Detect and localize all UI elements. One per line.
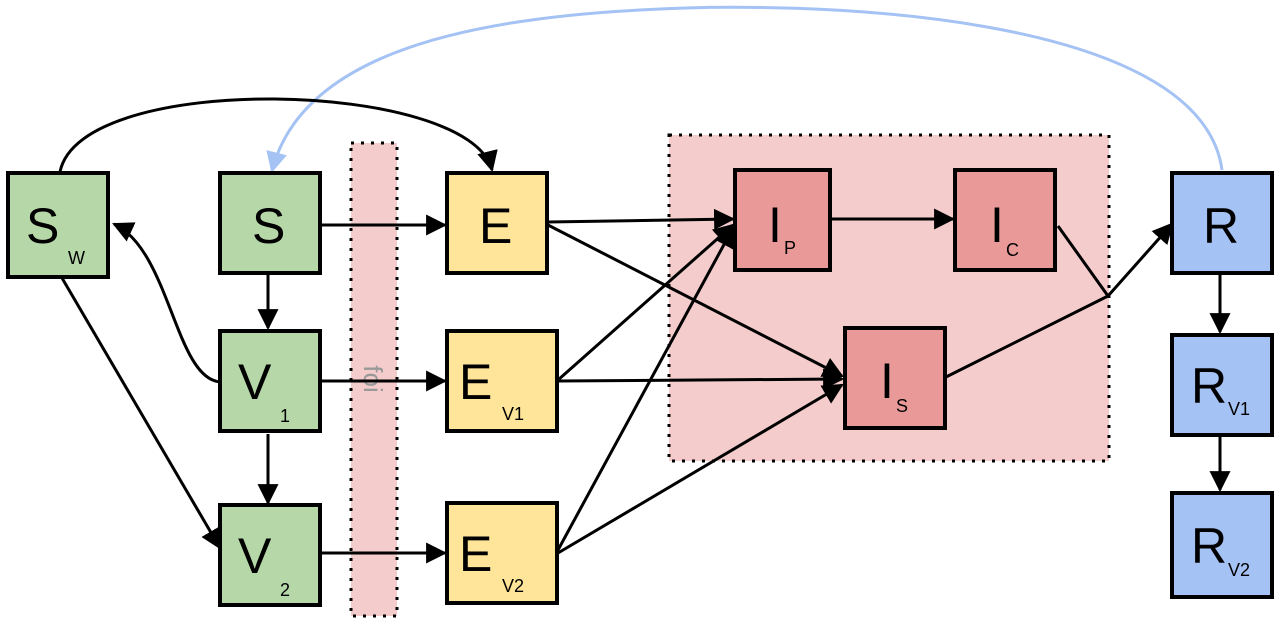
node-s-label: S <box>252 198 285 254</box>
node-ev2: E V2 <box>445 501 559 605</box>
edge-ev2-to-ip <box>556 226 735 551</box>
node-e-label: E <box>479 198 512 254</box>
node-rv2-label: R <box>1191 518 1227 574</box>
node-is: I S <box>843 326 947 430</box>
node-v2: V 2 <box>218 503 322 607</box>
edge-sw-to-e <box>58 97 498 173</box>
node-sw: S W <box>6 171 110 279</box>
node-ic: I C <box>953 168 1057 272</box>
node-v2-sub: 2 <box>280 580 290 600</box>
edge-v1-to-sw <box>112 222 221 384</box>
edge-ic-to-junction <box>1056 225 1110 297</box>
node-r: R <box>1170 171 1274 275</box>
node-sw-sub: W <box>68 248 85 268</box>
node-rv1-sub: V1 <box>1228 399 1250 419</box>
edge-junction-to-r <box>1106 222 1174 297</box>
node-ev2-sub: V2 <box>502 576 524 596</box>
node-rv1: R V1 <box>1170 333 1274 437</box>
node-ev1-label: E <box>459 354 492 410</box>
edge-r-to-s <box>266 5 1224 174</box>
node-ev2-label: E <box>459 526 492 582</box>
node-v1-sub: 1 <box>280 406 290 426</box>
node-v1: V 1 <box>218 329 322 433</box>
edge-is-to-junction <box>945 294 1109 379</box>
node-v2-label: V <box>238 528 272 584</box>
node-ip: I P <box>733 168 832 272</box>
edge-e-to-ip <box>547 208 736 230</box>
node-e: E <box>445 171 549 275</box>
edge-sw-to-v2 <box>60 277 222 550</box>
node-r-label: R <box>1203 198 1239 254</box>
node-ic-sub: C <box>1006 240 1019 260</box>
edges <box>58 5 1231 564</box>
node-ip-label: I <box>768 197 782 253</box>
node-ic-label: I <box>990 197 1004 253</box>
node-rv1-label: R <box>1191 358 1227 414</box>
node-s: S <box>218 171 322 275</box>
node-ev1-sub: V1 <box>502 404 524 424</box>
node-v1-label: V <box>238 354 272 410</box>
node-sw-label: S <box>26 198 59 254</box>
node-rv2-sub: V2 <box>1228 560 1250 580</box>
edge-ev2-to-is <box>557 383 844 555</box>
node-is-sub: S <box>896 396 908 416</box>
node-rv2: R V2 <box>1170 491 1274 599</box>
node-ip-sub: P <box>784 238 796 258</box>
edge-ev1-to-ip <box>557 223 735 382</box>
edge-ev1-to-is <box>557 368 845 390</box>
foi-label: foi <box>358 365 388 392</box>
node-is-label: I <box>880 353 894 409</box>
node-ev1: E V1 <box>445 329 559 433</box>
